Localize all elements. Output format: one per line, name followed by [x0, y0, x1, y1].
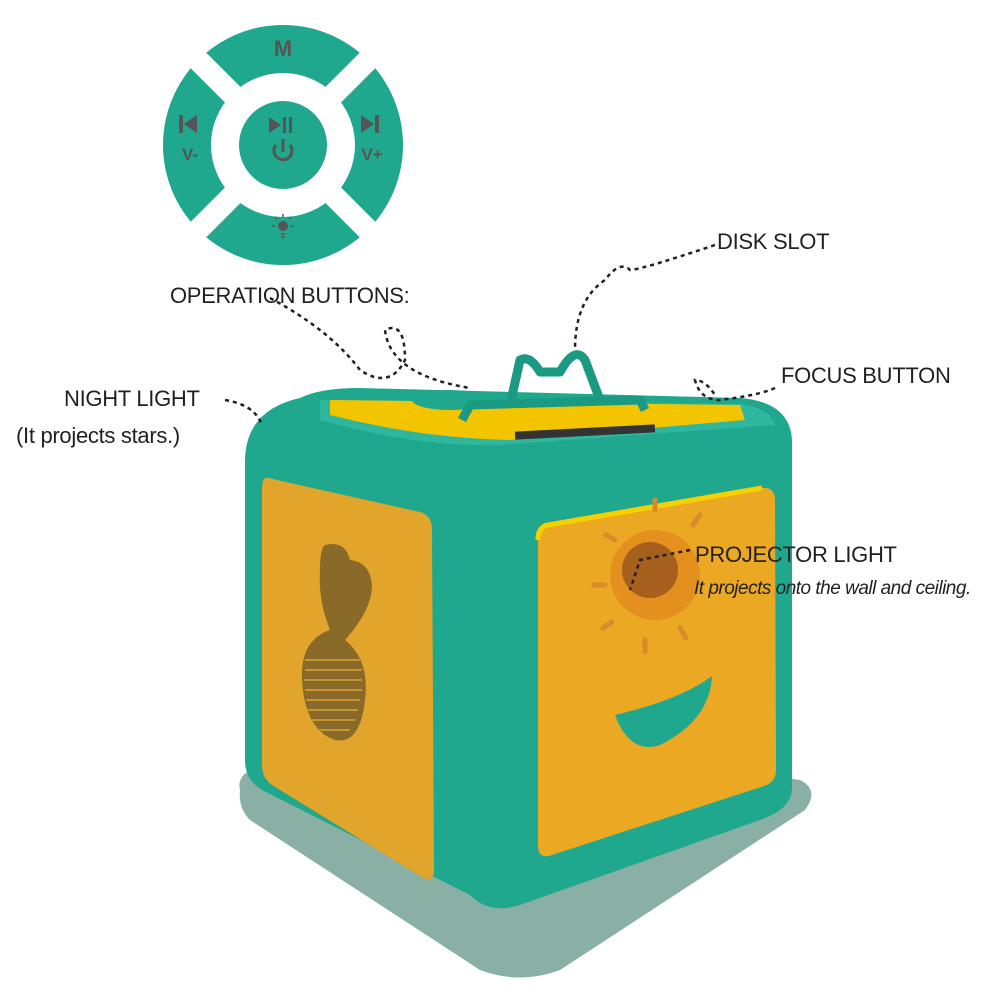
volume-down-label[interactable]: V-: [182, 145, 198, 164]
leader-lines: [224, 243, 776, 591]
volume-up-label[interactable]: V+: [361, 145, 382, 164]
play-pause-icon: [269, 117, 292, 133]
disk-slot[interactable]: [514, 424, 656, 440]
disk-slot-label: DISK SLOT: [717, 229, 830, 254]
previous-track-icon: [179, 115, 197, 133]
right-panel: [538, 487, 776, 857]
operation-buttons-label: OPERATION BUTTONS:: [170, 283, 410, 308]
power-icon: [272, 139, 294, 162]
mode-button-label[interactable]: M: [274, 36, 292, 61]
disk-handle[interactable]: [458, 350, 650, 423]
night-light-heart: [301, 544, 372, 741]
projector-light-note: It projects onto the wall and ceiling.: [694, 578, 971, 599]
light-bulb-icon: [272, 214, 294, 238]
night-light-note: (It projects stars.): [16, 423, 180, 448]
night-light-label: NIGHT LIGHT: [64, 386, 200, 411]
sun-rays: [591, 497, 703, 655]
smile: [615, 676, 712, 747]
speaker-grille: [304, 659, 362, 731]
projector-light-label: PROJECTOR LIGHT: [695, 542, 897, 567]
next-track-icon: [361, 115, 379, 133]
focus-button-label: FOCUS BUTTON: [781, 363, 951, 388]
